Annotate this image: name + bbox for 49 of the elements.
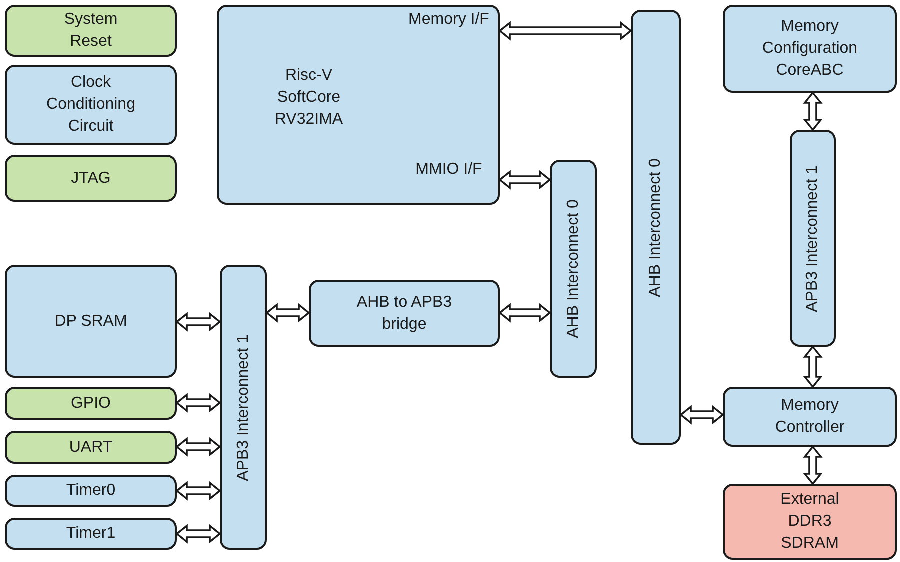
block-label: AHB to APB3 bridge xyxy=(356,292,454,334)
block-label: UART xyxy=(68,438,114,458)
block-box xyxy=(5,518,177,550)
block-box xyxy=(5,387,177,420)
block-label: Clock Conditioning Circuit xyxy=(46,73,136,137)
interconnect-bar xyxy=(550,160,597,378)
interconnect-bar xyxy=(790,130,836,347)
double-arrow xyxy=(266,303,310,323)
double-arrow xyxy=(176,393,222,413)
block-box xyxy=(723,484,897,560)
block-label: AHB Interconnect 0 xyxy=(647,158,665,297)
block-label: AHB Interconnect 0 xyxy=(564,200,582,338)
double-arrow xyxy=(680,405,724,425)
block-label: Timer1 xyxy=(65,524,117,544)
block-box xyxy=(5,475,177,507)
block-box xyxy=(5,65,177,145)
double-arrow xyxy=(498,21,632,41)
double-arrow xyxy=(498,170,552,190)
block-box xyxy=(5,5,177,57)
block-label: System Reset xyxy=(63,10,119,52)
block-box xyxy=(723,5,897,93)
block-label: APB3 Interconnect 1 xyxy=(234,334,252,481)
block-box xyxy=(5,155,177,202)
block-label: Memory I/F xyxy=(408,10,490,30)
block-label: Memory Configuration CoreABC xyxy=(761,17,859,81)
block-label: Memory Controller xyxy=(774,396,846,438)
block-box xyxy=(309,280,500,347)
double-arrow xyxy=(498,303,552,323)
interconnect-bar xyxy=(631,10,681,445)
block-label: JTAG xyxy=(70,168,112,188)
double-arrow xyxy=(176,312,222,332)
block-box xyxy=(217,5,500,205)
block-label: External DDR3 SDRAM xyxy=(780,490,840,554)
port-label: MMIO I/F xyxy=(414,160,484,180)
port-label: Risc-V SoftCore RV32IMA xyxy=(274,66,344,130)
block-label: GPIO xyxy=(70,394,112,414)
double-arrow xyxy=(803,446,823,486)
block-box xyxy=(5,265,177,378)
block-box xyxy=(5,431,177,464)
double-arrow xyxy=(176,437,222,457)
double-arrow xyxy=(803,92,823,132)
interconnect-bar xyxy=(220,265,267,550)
double-arrow xyxy=(176,481,222,501)
block-label: Timer0 xyxy=(65,481,117,501)
double-arrow xyxy=(803,346,823,388)
block-box xyxy=(723,387,897,447)
block-label: APB3 Interconnect 1 xyxy=(804,165,822,312)
block-label: DP SRAM xyxy=(54,312,128,332)
double-arrow xyxy=(176,524,222,544)
